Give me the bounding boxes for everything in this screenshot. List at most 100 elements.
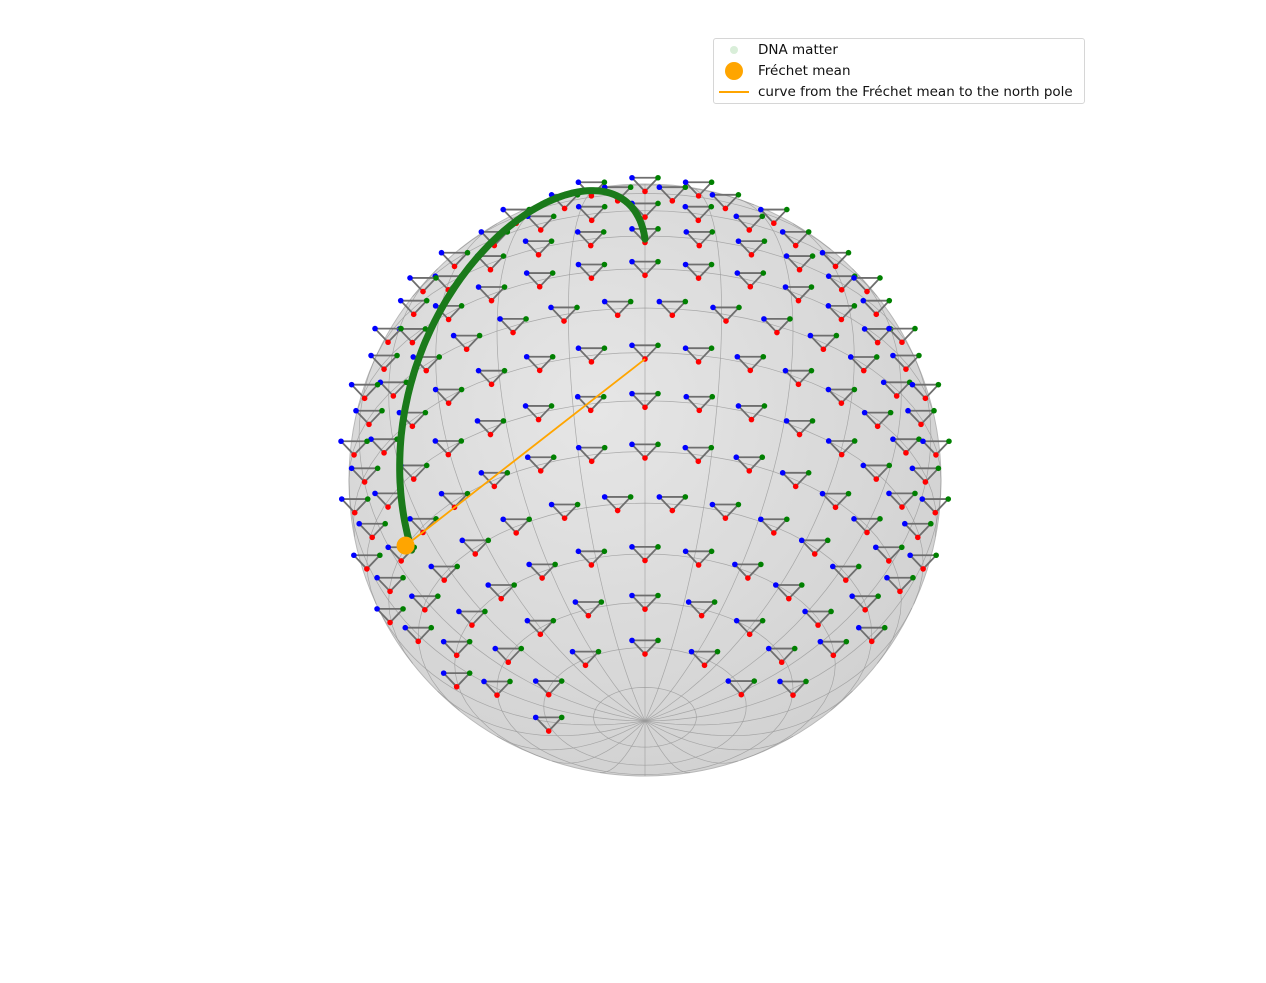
dna-atom-red (545, 691, 552, 698)
dna-atom-red (820, 346, 827, 353)
dna-atom-red (830, 652, 837, 659)
dna-atom-red (723, 318, 729, 324)
dna-bond (368, 354, 400, 371)
dna-atom-red (792, 483, 799, 490)
dna-atom-green (709, 229, 716, 235)
dna-atom-green (759, 454, 766, 461)
dna-molecule (629, 342, 661, 362)
dna-atom-green (851, 386, 858, 393)
legend-marker-dna (714, 40, 754, 60)
dna-atom-green (655, 592, 661, 599)
dna-molecule (829, 563, 862, 583)
dna-bond (497, 317, 529, 334)
dna-bond (826, 440, 857, 456)
dna-atom-blue (548, 304, 554, 311)
dna-molecule (920, 438, 952, 458)
dna-atom-green (881, 624, 888, 631)
legend-label-frechet-mean: Fréchet mean (758, 63, 851, 79)
dna-molecule (368, 352, 400, 372)
dna-atom-green (709, 393, 716, 400)
dna-atom-green (364, 438, 370, 445)
dna-bond (575, 231, 606, 247)
dna-atom-blue (905, 407, 911, 414)
dna-atom-red (588, 562, 595, 568)
dna-molecule (777, 678, 809, 698)
dna-molecule (909, 381, 942, 402)
dna-atom-blue (734, 270, 741, 276)
dna-atom-green (466, 638, 473, 645)
dna-atom-blue (548, 501, 555, 508)
dna-molecule (450, 332, 483, 353)
grid-meridian (644, 268, 902, 722)
dna-atom-green (803, 678, 809, 685)
dna-atom-red (790, 692, 796, 698)
dna-atom-green (436, 354, 443, 360)
dna-atom-red (381, 366, 387, 372)
dna-molecule (819, 249, 852, 270)
dna-molecule (761, 316, 793, 336)
dna-molecule (522, 403, 555, 423)
dna-atom-blue (409, 593, 415, 599)
dna-molecule (890, 436, 922, 456)
dna-atom-red (785, 595, 792, 602)
dna-atom-red (453, 683, 460, 690)
dna-atom-green (423, 297, 430, 304)
dna-atom-blue (407, 275, 413, 281)
dna-atom-red (903, 450, 909, 456)
dna-atom-red (410, 311, 417, 318)
grid-meridian (644, 607, 913, 726)
dna-atom-green (550, 213, 557, 220)
grid-meridian (600, 720, 646, 773)
dna-atom-red (587, 242, 594, 249)
dna-atom-blue (475, 284, 482, 290)
dna-atom-blue (851, 275, 857, 281)
dna-atom-red (746, 631, 753, 638)
dna-atom-blue (683, 393, 690, 400)
dna-atom-green (761, 403, 768, 409)
dna-atom-blue (872, 544, 879, 551)
dna-atom-red (614, 507, 621, 514)
dna-atom-red (695, 217, 702, 224)
dna-atom-red (669, 312, 676, 319)
dna-molecule (523, 353, 556, 374)
grid-meridian (358, 351, 646, 722)
dna-molecule (374, 606, 406, 626)
dna-bond (629, 344, 661, 361)
dna-molecule (817, 638, 850, 659)
dna-atom-green (877, 275, 883, 281)
dna-atom-red (838, 400, 845, 406)
dna-bond (353, 409, 385, 426)
dna-atom-green (655, 174, 661, 181)
dna-bond (735, 355, 766, 372)
dna-atom-red (748, 251, 755, 258)
dna-atom-red (387, 619, 393, 626)
dna-bond (602, 496, 633, 512)
dna-atom-green (655, 200, 661, 207)
dna-molecule (919, 496, 952, 516)
dna-molecule (860, 297, 893, 318)
dna-atom-blue (428, 563, 435, 570)
dna-molecule (353, 407, 385, 428)
dna-atom-green (466, 670, 473, 676)
dna-atom-blue (782, 367, 789, 374)
dna-atom-red (536, 367, 543, 374)
dna-atom-red (588, 359, 595, 365)
dna-molecule (432, 386, 465, 406)
dna-bond (525, 215, 556, 232)
dna-molecule (779, 229, 812, 249)
dna-bond (372, 492, 404, 509)
dna-bond (407, 517, 439, 534)
dna-molecule (522, 238, 555, 258)
dna-bond (533, 680, 564, 697)
dna-bond (433, 388, 464, 405)
dna-bond (890, 438, 922, 455)
dna-molecule (683, 393, 716, 414)
dna-molecule (855, 624, 888, 645)
dna-atom-blue (575, 345, 582, 351)
dna-bond (338, 440, 370, 457)
dna-atom-blue (629, 342, 635, 349)
dna-atom-red (537, 468, 544, 474)
dna-atom-blue (682, 203, 689, 210)
grid-meridian (348, 479, 646, 722)
dna-bond (683, 347, 714, 364)
